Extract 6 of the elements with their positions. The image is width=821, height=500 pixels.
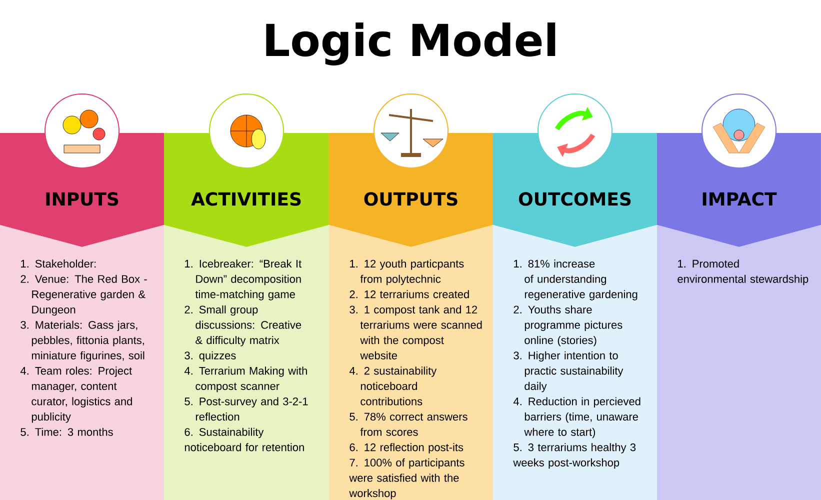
column-box: 1. Stakeholder: 2. Venue: The Red Box - Regenerative garden & Dungeon 3. Materials: Gass jars, pebbles, fittonia plants, miniature figurines, soil 4. Team roles: Project manager, content curator, logistics and publicity 5. Time: 3 months [0,225,164,500]
column-box: 1. Promoted environmental stewardship [657,225,821,500]
column-box: 1. 12 youth particpants from polytechnic 2. 12 terrariums created 3. 1 compost tank and 12 terrariums were scanned with the compost website 4. 2 sustainability noticeboard contributions 5. 78% correct answers from scores 6. 12 reflection post-its 7. 100% of participants were satisfied with the workshop [329,225,493,500]
title: Logic Model [266,22,556,66]
column-box: 1. Icebreaker: “Break It Down” decomposition time-matching game 2. Small group discussions: Creative & difficulty matrix 3. quizzes 4. Terrarium Making with compost scanner 5. Post-survey and 3-2-1 reflection 6. Sustainability noticeboard for retention [164,225,329,500]
column-box: 1. 81% increase of understanding regenerative gardening 2. Youths share programme pictures online (stories) 3. Higher intention to practic sustainability daily 4. Reduction in percieved barriers (time, unaware where to start) 5. 3 terrariums healthy 3 weeks post-workshop [493,225,657,500]
